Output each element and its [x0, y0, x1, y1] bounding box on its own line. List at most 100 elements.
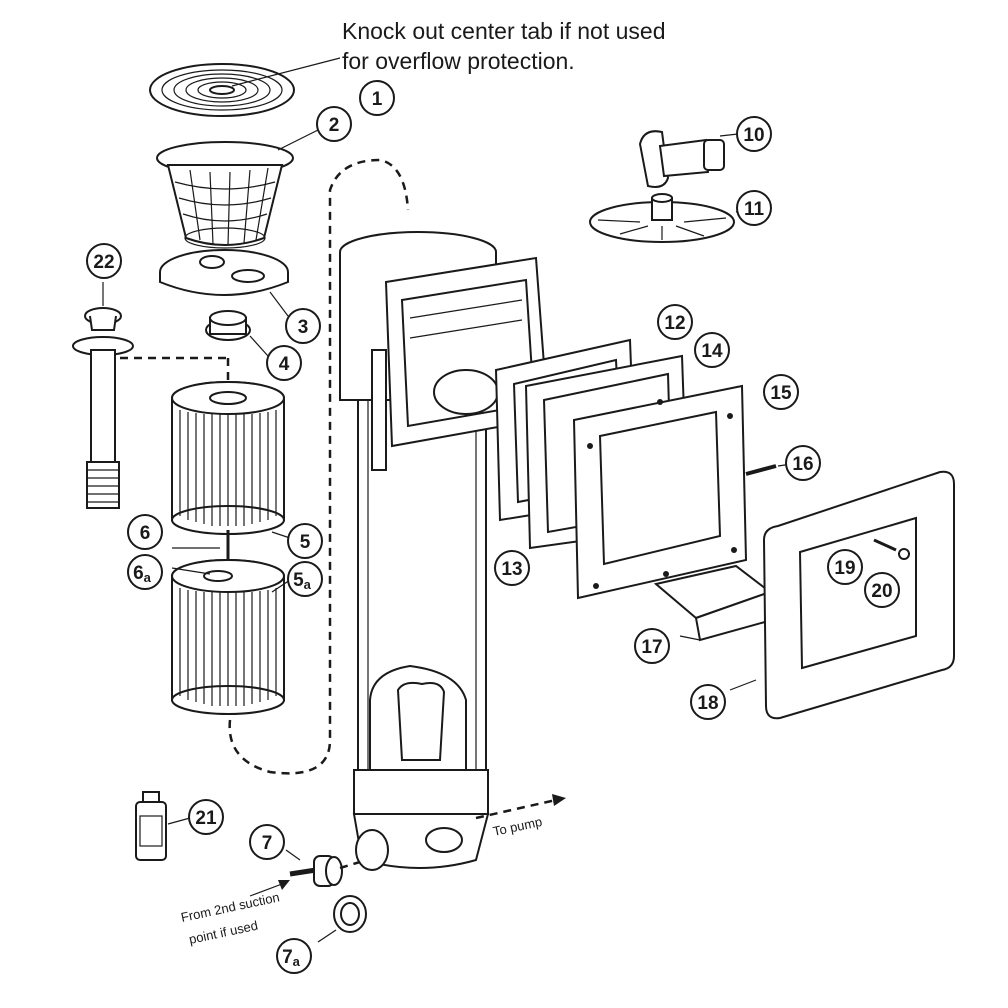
callout-15: 15 — [763, 374, 799, 410]
part-16-screw — [745, 463, 793, 476]
callout-number: 7 — [262, 833, 273, 854]
callout-10: 10 — [736, 116, 772, 152]
callout-circle — [763, 374, 799, 410]
callout-number: 5 — [300, 532, 311, 553]
callout-circle — [694, 332, 730, 368]
callout-number: 6a — [133, 563, 152, 585]
callout-circle — [736, 116, 772, 152]
callout-number: 5a — [293, 570, 312, 592]
callout-number: 1 — [372, 89, 383, 110]
callout-number: 18 — [697, 693, 718, 714]
callout-circle — [285, 308, 321, 344]
callout-circle — [287, 523, 323, 559]
callout-circle — [359, 80, 395, 116]
overflow-note-line2: for overflow protection. — [342, 48, 575, 74]
part-18-trim-frame — [729, 470, 955, 720]
callout-6a: 6a — [127, 554, 163, 590]
part-3-basket-cover — [159, 249, 289, 317]
callout-circle — [266, 345, 302, 381]
callout-circle — [657, 304, 693, 340]
part-22-level-valve — [72, 282, 230, 509]
part-19-screw — [873, 538, 897, 552]
callout-22: 22 — [86, 243, 122, 279]
part-15-faceplate — [572, 384, 748, 600]
part-2-basket — [156, 127, 323, 249]
callout-circle — [690, 684, 726, 720]
part-1-lid-disc — [149, 57, 341, 117]
callout-circle — [188, 799, 224, 835]
callout-1: 1 — [359, 80, 395, 116]
callout-7a: 7a — [276, 938, 312, 974]
part-5a-cartridge — [171, 559, 291, 715]
part-20-plug — [898, 548, 910, 560]
callout-circle — [634, 628, 670, 664]
callout-circle — [316, 106, 352, 142]
to-pump-label: To pump — [492, 814, 544, 839]
assembly-path-cartridge — [228, 158, 410, 775]
part-21-bottle — [135, 791, 191, 861]
callout-18: 18 — [690, 684, 726, 720]
callout-circle — [86, 243, 122, 279]
callout-number: 7a — [282, 947, 301, 969]
callout-3: 3 — [285, 308, 321, 344]
callout-circle — [736, 190, 772, 226]
callout-11: 11 — [736, 190, 772, 226]
callout-number: 21 — [195, 808, 217, 829]
to-pump-arrow — [475, 794, 566, 820]
callout-number: 14 — [701, 341, 723, 362]
callout-circle — [864, 572, 900, 608]
callout-2: 2 — [316, 106, 352, 142]
callout-number: 6 — [140, 523, 151, 544]
callout-13: 13 — [494, 550, 530, 586]
callout-21: 21 — [188, 799, 224, 835]
callout-6: 6 — [127, 514, 163, 550]
part-4-adapter — [205, 310, 269, 357]
callout-number: 22 — [93, 252, 114, 273]
callout-16: 16 — [785, 445, 821, 481]
callout-circle — [127, 514, 163, 550]
callout-circle — [276, 938, 312, 974]
callout-4: 4 — [266, 345, 302, 381]
callout-number: 17 — [641, 637, 662, 658]
callout-20: 20 — [864, 572, 900, 608]
callout-number: 20 — [871, 581, 892, 602]
from-suction-label-1: From 2nd suction — [180, 889, 281, 925]
callout-circle — [785, 445, 821, 481]
callout-circle — [127, 554, 163, 590]
overflow-note: Knock out center tab if not used for ove… — [342, 16, 665, 76]
callout-number: 3 — [298, 317, 309, 338]
from-suction-label-2: point if used — [188, 918, 260, 947]
callout-number: 4 — [279, 354, 290, 375]
callout-circle — [827, 549, 863, 585]
part-11-diffuser-disc — [589, 193, 753, 243]
callout-number: 16 — [792, 454, 813, 475]
overflow-note-line1: Knock out center tab if not used — [342, 18, 666, 44]
callout-number: 19 — [834, 558, 855, 579]
callout-14: 14 — [694, 332, 730, 368]
part-7a-fitting — [317, 895, 367, 943]
callout-number: 11 — [744, 199, 765, 220]
callout-number: 2 — [329, 115, 340, 136]
callout-number: 13 — [501, 559, 522, 580]
callout-number: 15 — [770, 383, 792, 404]
callout-12: 12 — [657, 304, 693, 340]
callout-circle — [249, 824, 285, 860]
part-10-elbow — [638, 130, 739, 188]
from-suction-arrow — [249, 880, 290, 897]
callout-circle — [287, 561, 323, 597]
callout-subscript: a — [144, 570, 152, 585]
callout-circle — [494, 550, 530, 586]
callout-7: 7 — [249, 824, 285, 860]
callout-17: 17 — [634, 628, 670, 664]
callout-5: 5 — [287, 523, 323, 559]
callout-subscript: a — [293, 954, 301, 969]
callout-subscript: a — [304, 577, 312, 592]
part-7-plug — [285, 849, 361, 887]
callout-number: 10 — [743, 125, 764, 146]
callout-5a: 5a — [287, 561, 323, 597]
callout-number: 12 — [664, 313, 685, 334]
part-5-cartridge — [171, 381, 291, 539]
callout-19: 19 — [827, 549, 863, 585]
